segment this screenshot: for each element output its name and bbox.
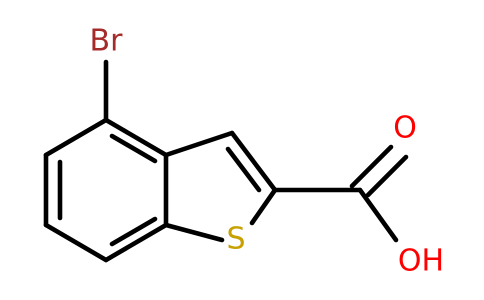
bond-c5-c4 [43,117,109,158]
sulfur-atom-label: S [226,222,245,257]
double-bond-c7a-c7-inner [109,216,158,247]
hydroxyl-group-label: OH [398,244,444,279]
bond-c3a-c3 [163,130,235,158]
bond-c7-c6 [43,222,109,263]
bond-s-c7a [163,222,225,243]
double-bond-c4-c3a-inner [109,133,158,164]
bond-c3-c2 [229,130,278,193]
bond-c2-s [249,187,278,226]
carboxylic-acid-group [272,144,409,243]
carbonyl-oxygen-label: O [393,111,417,146]
bond-c4-c3a [103,117,169,158]
bond-c7a-c7 [103,222,169,263]
double-bond-c3-c2-inner [225,146,262,193]
bond-c-oh [357,187,399,243]
thiophene-ring [163,130,278,243]
bromine-atom-label: Br [90,24,124,59]
bond-c-o-double-a [349,144,394,189]
benzene-ring [43,117,169,263]
bond-c-o-double-b [365,154,409,198]
